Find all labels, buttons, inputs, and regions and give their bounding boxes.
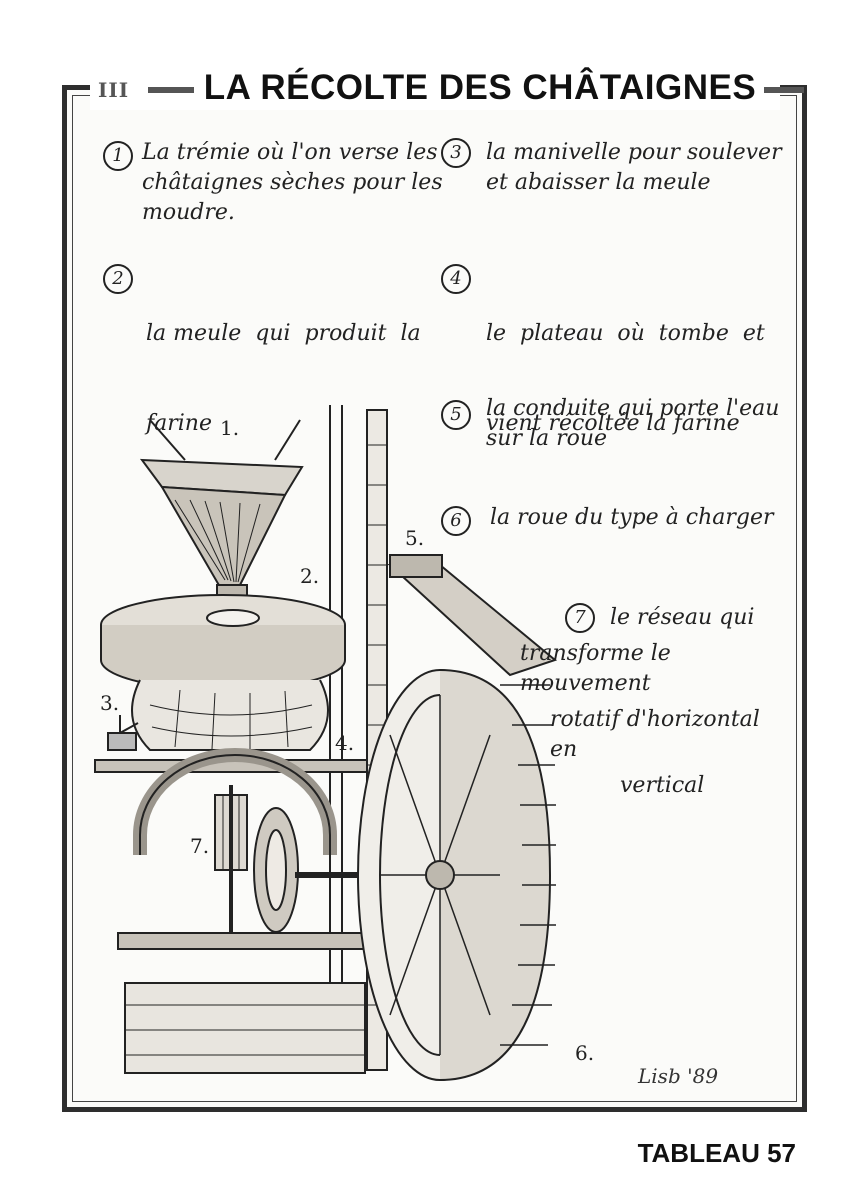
legend-number-2: 2 xyxy=(103,264,133,294)
legend-text-4: le plateau où tombe et vient récoltée la… xyxy=(486,259,765,469)
legend-line: moudre. xyxy=(142,200,235,225)
legend-text-6: la roue du type à charger xyxy=(490,503,774,533)
hopper-support xyxy=(149,419,186,461)
mill-illustration: 1. 2. 3. 4. 5. 6. 7. xyxy=(94,405,594,1081)
drawing-label-7: 7. xyxy=(190,834,209,858)
legend-line: le plateau où tombe et xyxy=(486,321,765,346)
legend-line: la manivelle pour soulever xyxy=(486,140,782,165)
crown-wheel-hub xyxy=(265,829,287,911)
section-number: III xyxy=(98,78,130,102)
legend-line: vient récoltée la farine xyxy=(486,411,740,436)
drawing-label-1: 1. xyxy=(220,416,239,440)
legend-line: la meule qui produit la xyxy=(146,321,421,346)
drawing-label-6: 6. xyxy=(575,1041,594,1065)
lower-platform xyxy=(117,932,369,950)
legend-line: et abaisser la meule xyxy=(486,170,711,195)
legend-number-5: 5 xyxy=(441,400,471,430)
crank-box xyxy=(107,732,137,751)
hopper-body xyxy=(160,485,287,589)
title-band xyxy=(90,70,780,110)
legend-line: La trémie où l'on verse les xyxy=(142,140,438,165)
legend-line: le réseau qui xyxy=(610,605,755,630)
title-rule-left xyxy=(148,87,194,93)
drawing-label-3: 3. xyxy=(100,691,119,715)
drawing-label-5: 5. xyxy=(405,526,424,550)
artist-signature: Lisb '89 xyxy=(638,1064,719,1088)
plate-number: TABLEAU 57 xyxy=(637,1138,796,1168)
legend-line: vertical xyxy=(620,773,705,798)
arch-outline xyxy=(139,754,331,855)
legend-number-3: 3 xyxy=(441,138,471,168)
legend-text-1: La trémie où l'on verse les châtaignes s… xyxy=(142,138,443,228)
title-rule-right xyxy=(764,87,804,93)
legend-line: rotatif d'horizontal en xyxy=(550,707,760,762)
drawing-label-4: 4. xyxy=(335,731,354,755)
legend-line: transforme le mouvement xyxy=(520,641,671,696)
water-wheel-hub xyxy=(425,860,455,890)
legend-line: sur la roue xyxy=(486,426,608,451)
drawing-label-2: 2. xyxy=(300,564,319,588)
legend-line: la roue du type à charger xyxy=(490,505,774,530)
stone-foundation xyxy=(124,982,366,1074)
legend-number-7: 7 xyxy=(565,603,595,633)
conduit-head xyxy=(389,554,443,578)
legend-text-7: le réseau qui transforme le mouvement ro… xyxy=(520,603,790,801)
page-title: LA RÉCOLTE DES CHÂTAIGNES xyxy=(203,68,757,107)
legend-number-1: 1 xyxy=(103,141,133,171)
legend-line: châtaignes sèches pour les xyxy=(142,170,443,195)
crank-handle xyxy=(119,722,139,734)
legend-text-2: la meule qui produit la farine xyxy=(146,259,421,469)
hopper-support xyxy=(274,419,301,461)
legend-text-5: la conduite qui porte l'eau sur la roue xyxy=(486,394,779,454)
millstone-eye xyxy=(206,609,260,627)
legend-number-6: 6 xyxy=(441,506,471,536)
legend-number-4: 4 xyxy=(441,264,471,294)
legend-line: farine xyxy=(146,411,212,436)
legend-line: la conduite qui porte l'eau xyxy=(486,396,780,421)
legend-text-3: la manivelle pour soulever et abaisser l… xyxy=(486,138,782,198)
